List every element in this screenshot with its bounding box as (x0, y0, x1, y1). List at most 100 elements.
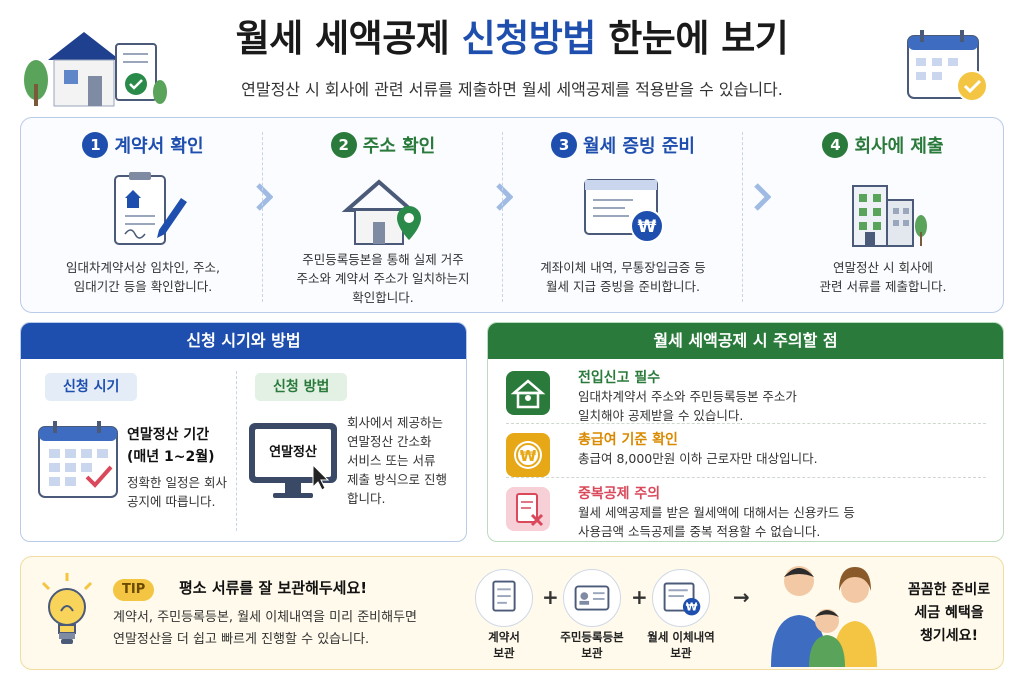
caution-item: 전입신고 필수 임대차계약서 주소와 주민등록등본 주소가 일치해야 공제받을 … (506, 367, 986, 425)
step-2-desc: 주민등록등본을 통해 실제 거주 주소와 계약서 주소가 일치하는지 확인합니다… (273, 250, 493, 307)
caution-divider (506, 477, 986, 478)
caution-desc-line: 임대차계약서 주소와 주민등록등본 주소가 (578, 389, 797, 404)
how-desc-line: 회사에서 제공하는 (347, 415, 443, 430)
when-title-2: (매년 1~2월) (127, 449, 215, 465)
step-2-title: 주소 확인 (362, 136, 436, 157)
step-4-desc-line: 연말정산 시 회사에 (833, 260, 933, 275)
step-divider (502, 132, 503, 302)
step-1-desc: 임대차계약서상 임차인, 주소, 임대기간 등을 확인합니다. (33, 258, 253, 296)
doc-label-line: 계약서 (488, 630, 520, 644)
document-x-icon (506, 487, 550, 531)
tip-closing-line: 꼼꼼한 준비로 (907, 582, 991, 598)
caution-desc-line: 일치해야 공제받을 수 있습니다. (578, 408, 744, 423)
doc-label: 계약서 보관 (454, 629, 554, 661)
svg-text:₩: ₩ (520, 447, 537, 465)
transfer-record-icon: ₩ (652, 569, 710, 627)
step-3-desc-line: 계좌이체 내역, 무통장입금증 등 (540, 260, 706, 275)
house-person-icon (506, 371, 550, 415)
timing-method-header: 신청 시기와 방법 (21, 323, 466, 359)
cautions-panel: 월세 세액공제 시 주의할 점 전입신고 필수 임대차계약서 주소와 주민등록등… (487, 322, 1004, 542)
when-title-1: 연말정산 기간 (127, 427, 210, 443)
step-2-desc-line: 확인합니다. (352, 290, 414, 305)
caution-desc: 총급여 8,000만원 이하 근로자만 대상입니다. (578, 449, 998, 468)
title-part1: 월세 세액공제 (235, 17, 450, 60)
doc-label: 주민등록등본 보관 (542, 629, 642, 661)
won-coin-icon: ₩ (506, 433, 550, 477)
tip-closing-line: 챙기세요! (920, 628, 978, 644)
plus-icon: + (542, 585, 559, 609)
chevron-right-icon (754, 183, 771, 211)
house-location-icon (341, 179, 421, 245)
caution-title: 총급여 기준 확인 (578, 432, 678, 448)
caution-divider (506, 423, 986, 424)
step-1-title: 계약서 확인 (114, 136, 204, 157)
calendar-check-icon (38, 421, 118, 498)
caution-desc-line: 사용금액 소득공제를 중복 적용할 수 없습니다. (578, 524, 821, 539)
id-card-icon (563, 569, 621, 627)
title-part2: 한눈에 보기 (608, 17, 789, 60)
lightbulb-icon (41, 573, 93, 644)
step-divider (262, 132, 263, 302)
step-3-desc: 계좌이체 내역, 무통장입금증 등 월세 지급 증빙을 준비합니다. (513, 258, 733, 296)
doc-label-line: 보관 (493, 646, 515, 660)
calendar-check-icon (907, 30, 988, 102)
when-desc-2: 공지에 따릅니다. (127, 494, 216, 509)
cautions-header: 월세 세액공제 시 주의할 점 (488, 323, 1003, 359)
step-1-desc-line: 임대기간 등을 확인합니다. (73, 279, 213, 294)
tip-title: 평소 서류를 잘 보관해두세요! (179, 579, 368, 597)
doc-label: 월세 이체내역 보관 (631, 629, 731, 661)
monitor-cursor-icon (249, 423, 337, 498)
caution-desc-line: 총급여 8,000만원 이하 근로자만 대상입니다. (578, 451, 818, 466)
how-pill: 신청 방법 (255, 373, 348, 401)
how-desc-line: 서비스 또는 서류 (347, 453, 436, 468)
doc-label-line: 월세 이체내역 (647, 630, 715, 644)
doc-label-line: 주민등록등본 (560, 630, 624, 644)
caution-item: ₩ 총급여 기준 확인 총급여 8,000만원 이하 근로자만 대상입니다. (506, 429, 986, 487)
step-4-number: 4 (822, 132, 849, 158)
tip-closing: 꼼꼼한 준비로 세금 혜택을 챙기세요! (894, 579, 1004, 648)
step-2-number: 2 (330, 132, 357, 158)
family-illustration (771, 566, 877, 667)
when-desc-1: 정확한 일정은 회사 (127, 475, 227, 490)
how-screen-label: 연말정산 (269, 445, 317, 460)
step-1-number: 1 (82, 132, 109, 158)
office-building-icon (852, 185, 927, 247)
contract-icon (114, 172, 187, 245)
when-pill: 신청 시기 (45, 373, 138, 401)
tip-desc: 계약서, 주민등록등본, 월세 이체내역을 미리 준비해두면 연말정산을 더 쉽… (113, 607, 417, 651)
caution-item: 중복공제 주의 월세 세액공제를 받은 월세액에 대해서는 신용카드 등 사용금… (506, 483, 986, 541)
page-title: 월세 세액공제 신청방법 한눈에 보기 (0, 8, 1024, 62)
caution-desc: 임대차계약서 주소와 주민등록등본 주소가 일치해야 공제받을 수 있습니다. (578, 387, 998, 425)
how-desc: 회사에서 제공하는 연말정산 간소화 서비스 또는 서류 제출 방식으로 진행 … (347, 413, 447, 508)
svg-text:₩: ₩ (638, 217, 657, 237)
chevron-right-icon (496, 183, 513, 211)
tip-desc-line: 연말정산을 더 쉽고 빠르게 진행할 수 있습니다. (113, 632, 370, 647)
page-subtitle: 연말정산 시 회사에 관련 서류를 제출하면 월세 세액공제를 적용받을 수 있… (241, 80, 783, 99)
how-desc-line: 연말정산 간소화 (347, 434, 432, 449)
svg-text:₩: ₩ (686, 601, 698, 614)
step-4-title: 회사에 제출 (854, 136, 944, 157)
tip-closing-line: 세금 혜택을 (914, 605, 984, 621)
step-3-desc-line: 월세 지급 증빙을 준비합니다. (546, 279, 700, 294)
timing-method-panel: 신청 시기와 방법 신청 시기 연말정산 기간 (매년 1~2월) 정확한 일정… (20, 322, 467, 542)
header: 월세 세액공제 신청방법 한눈에 보기 연말정산 시 회사에 관련 서류를 제출… (0, 0, 1024, 112)
step-1-desc-line: 임대차계약서상 임차인, 주소, (66, 260, 220, 275)
step-4-desc-line: 관련 서류를 제출합니다. (819, 279, 947, 294)
caution-title: 중복공제 주의 (578, 486, 661, 502)
panel-divider (236, 371, 237, 531)
step-3-title: 월세 증빙 준비 (583, 136, 695, 157)
tip-panel: TIP 평소 서류를 잘 보관해두세요! 계약서, 주민등록등본, 월세 이체내… (20, 556, 1004, 670)
contract-doc-icon (475, 569, 533, 627)
step-4-desc: 연말정산 시 회사에 관련 서류를 제출합니다. (773, 258, 993, 296)
chevron-right-icon (256, 183, 273, 211)
caution-title: 전입신고 필수 (578, 370, 661, 386)
caution-desc-line: 월세 세액공제를 받은 월세액에 대해서는 신용카드 등 (578, 505, 855, 520)
tip-badge: TIP (113, 579, 155, 601)
house-document-icon (24, 32, 167, 107)
